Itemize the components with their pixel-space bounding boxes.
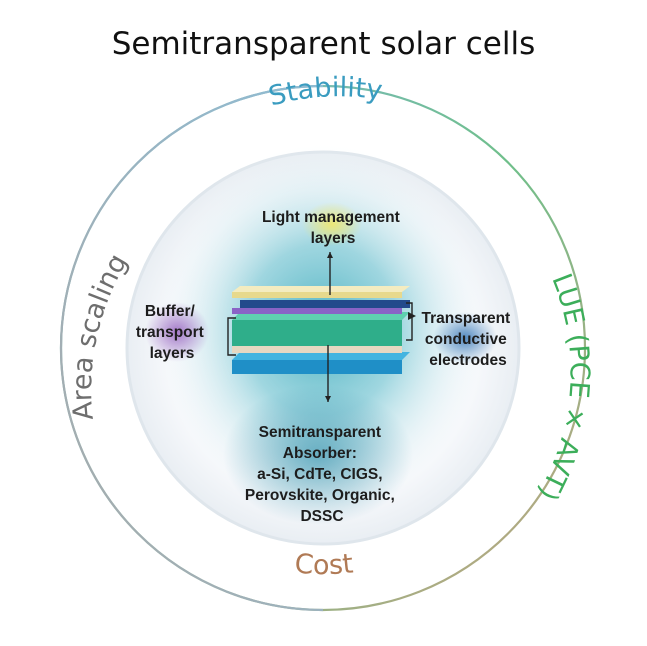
leader-arrowheads	[325, 252, 416, 402]
substrate-top	[232, 352, 410, 360]
light-management-label: Light management layers	[262, 209, 404, 247]
substrate-layer	[232, 360, 402, 374]
light-management-label-line1: Light management	[262, 209, 400, 226]
absorber-layer	[232, 320, 402, 346]
absorber-label-line5: DSSC	[300, 508, 343, 525]
tce-leader	[406, 302, 413, 341]
buffer-label-line2: transport	[136, 324, 204, 341]
absorber-label-line3: a-Si, CdTe, CIGS,	[257, 466, 382, 483]
blue-glow	[433, 312, 497, 364]
light-management-layer	[232, 292, 402, 298]
absorber-label-line4: Perovskite, Organic,	[245, 487, 395, 504]
tce-label-line1: Transparent	[421, 310, 510, 327]
diagram-title: Semitransparent solar cells	[111, 26, 536, 62]
absorber-glow	[223, 385, 413, 525]
arrowhead-tce	[408, 312, 416, 320]
arrowhead-lm	[327, 252, 333, 258]
tce-label-line3: electrodes	[429, 352, 507, 369]
tce-label-line2: conductive	[425, 331, 507, 348]
yellow-glow	[302, 202, 362, 246]
absorber-label-line2: Absorber:	[283, 445, 357, 462]
beige-layer-lower	[232, 346, 402, 353]
electrode-layer	[240, 300, 410, 308]
cost-label: Cost	[293, 548, 354, 581]
absorber-label: Semitransparent Absorber: a-Si, CdTe, CI…	[245, 424, 399, 525]
layer-stack	[232, 286, 410, 374]
tce-label: Transparent conductive electrodes	[421, 310, 514, 369]
buffer-leader	[227, 317, 236, 356]
buffer-label-line1: Buffer/	[145, 303, 196, 320]
light-management-top	[232, 286, 410, 292]
buffer-label: Buffer/ transport layers	[136, 303, 208, 362]
arrowhead-abs	[325, 396, 331, 402]
buffer-layer	[232, 308, 402, 314]
buffer-label-line3: layers	[150, 345, 195, 362]
outer-ring-left-arc	[59, 84, 324, 612]
purple-glow	[145, 302, 209, 362]
absorber-label-line1: Semitransparent	[259, 424, 381, 441]
leader-lines	[227, 252, 413, 402]
light-management-label-line2: layers	[311, 230, 356, 247]
cost-label-path: Cost	[293, 548, 354, 581]
